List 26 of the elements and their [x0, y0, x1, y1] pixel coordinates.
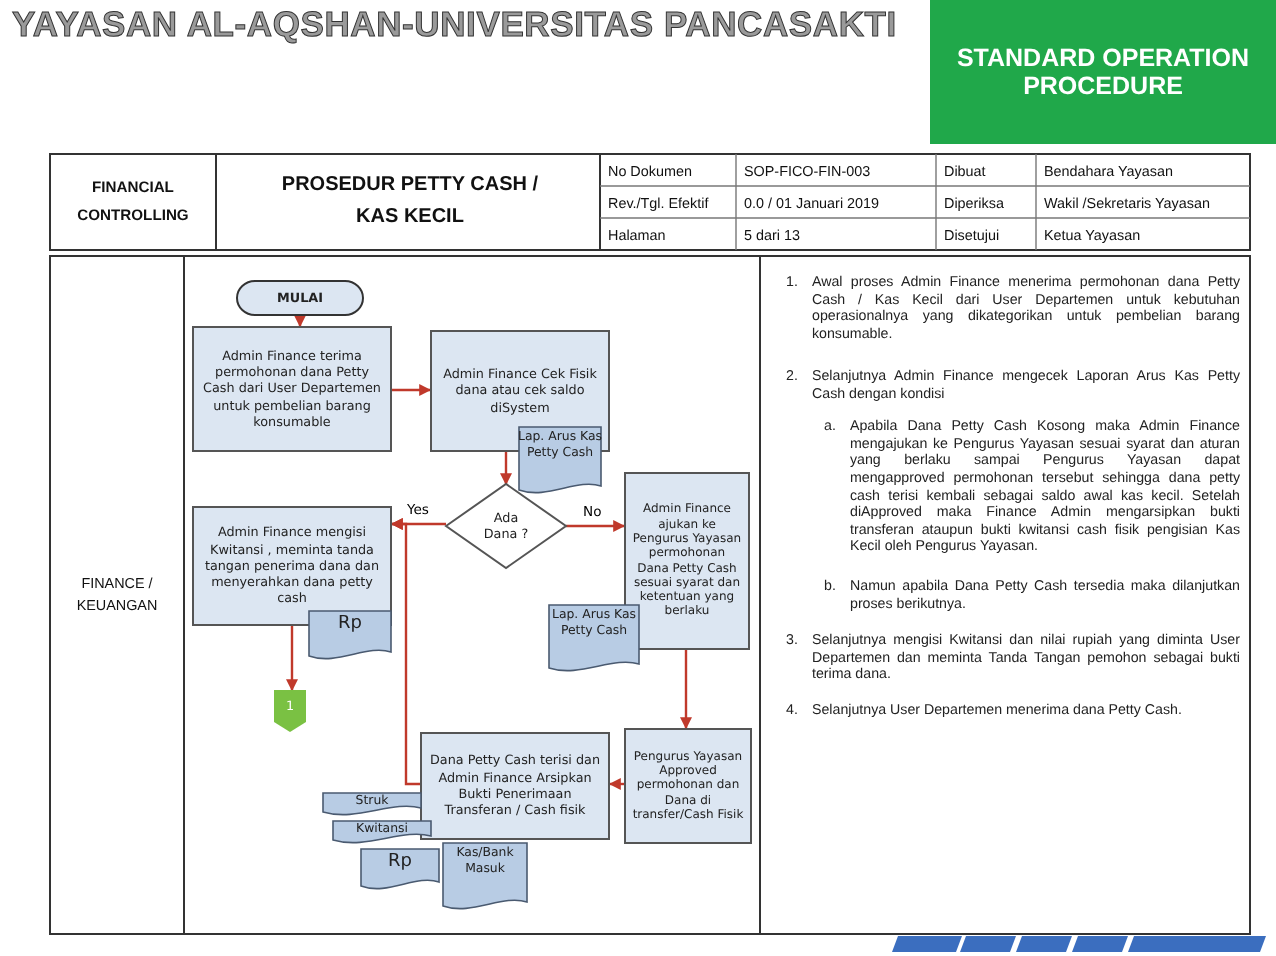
process-box: [192, 326, 392, 452]
process-box: [420, 732, 610, 840]
arrow: [680, 650, 692, 730]
arrow: [566, 520, 626, 532]
arrow: [286, 626, 298, 692]
document-shape: [442, 842, 528, 912]
decision-diamond: [446, 484, 566, 568]
document-shape: [308, 610, 392, 662]
start-terminal: [236, 280, 364, 316]
arrow: [608, 778, 624, 790]
document-shape: [548, 604, 640, 674]
off-page-connector: [274, 690, 306, 732]
arrow: [390, 518, 420, 786]
sop-banner: STANDARD OPERATION PROCEDURE: [930, 0, 1276, 144]
process-box: [624, 728, 752, 844]
arrow: [500, 452, 512, 486]
document-shape: [322, 792, 422, 818]
arrow: [294, 315, 306, 328]
document-shape: [518, 426, 602, 496]
arrow: [392, 384, 432, 396]
node-text: Rp: [338, 614, 362, 638]
document-shape: [360, 848, 440, 892]
document-shape: [332, 820, 432, 846]
node-text: Rp: [388, 852, 412, 876]
procedure-title: PROSEDUR PETTY CASH / KAS KECIL: [279, 172, 541, 232]
foundation-name: YAYASAN AL-AQSHAN-UNIVERSITAS PANCASAKTI: [12, 4, 897, 46]
